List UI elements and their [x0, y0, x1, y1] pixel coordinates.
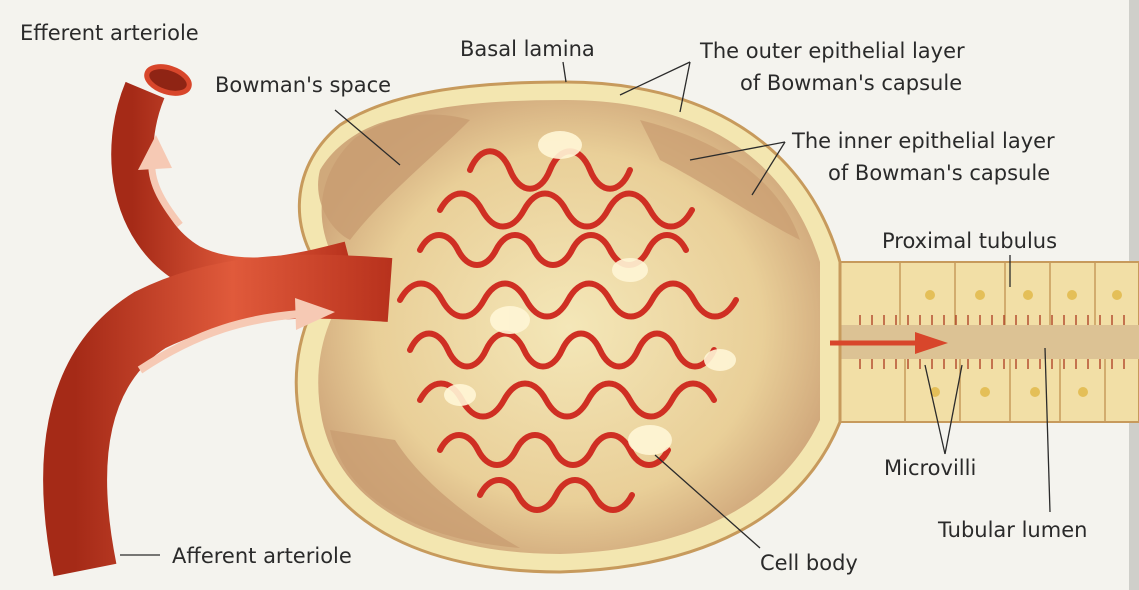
label-tubular-lumen: Tubular lumen	[937, 518, 1087, 542]
label-efferent-arteriole: Efferent arteriole	[20, 21, 199, 45]
label-cell-body: Cell body	[760, 551, 858, 575]
label-inner-epithelial-layer-line1: The inner epithelial layer	[791, 129, 1055, 153]
label-microvilli: Microvilli	[884, 456, 976, 480]
label-basal-lamina: Basal lamina	[460, 37, 595, 61]
label-proximal-tubulus: Proximal tubulus	[882, 229, 1057, 253]
label-outer-epithelial-layer-line2: of Bowman's capsule	[740, 71, 962, 95]
label-outer-epithelial-layer-line1: The outer epithelial layer	[699, 39, 965, 63]
label-bowmans-space: Bowman's space	[215, 73, 391, 97]
label-inner-epithelial-layer-line2: of Bowman's capsule	[828, 161, 1050, 185]
label-afferent-arteriole: Afferent arteriole	[172, 544, 352, 568]
